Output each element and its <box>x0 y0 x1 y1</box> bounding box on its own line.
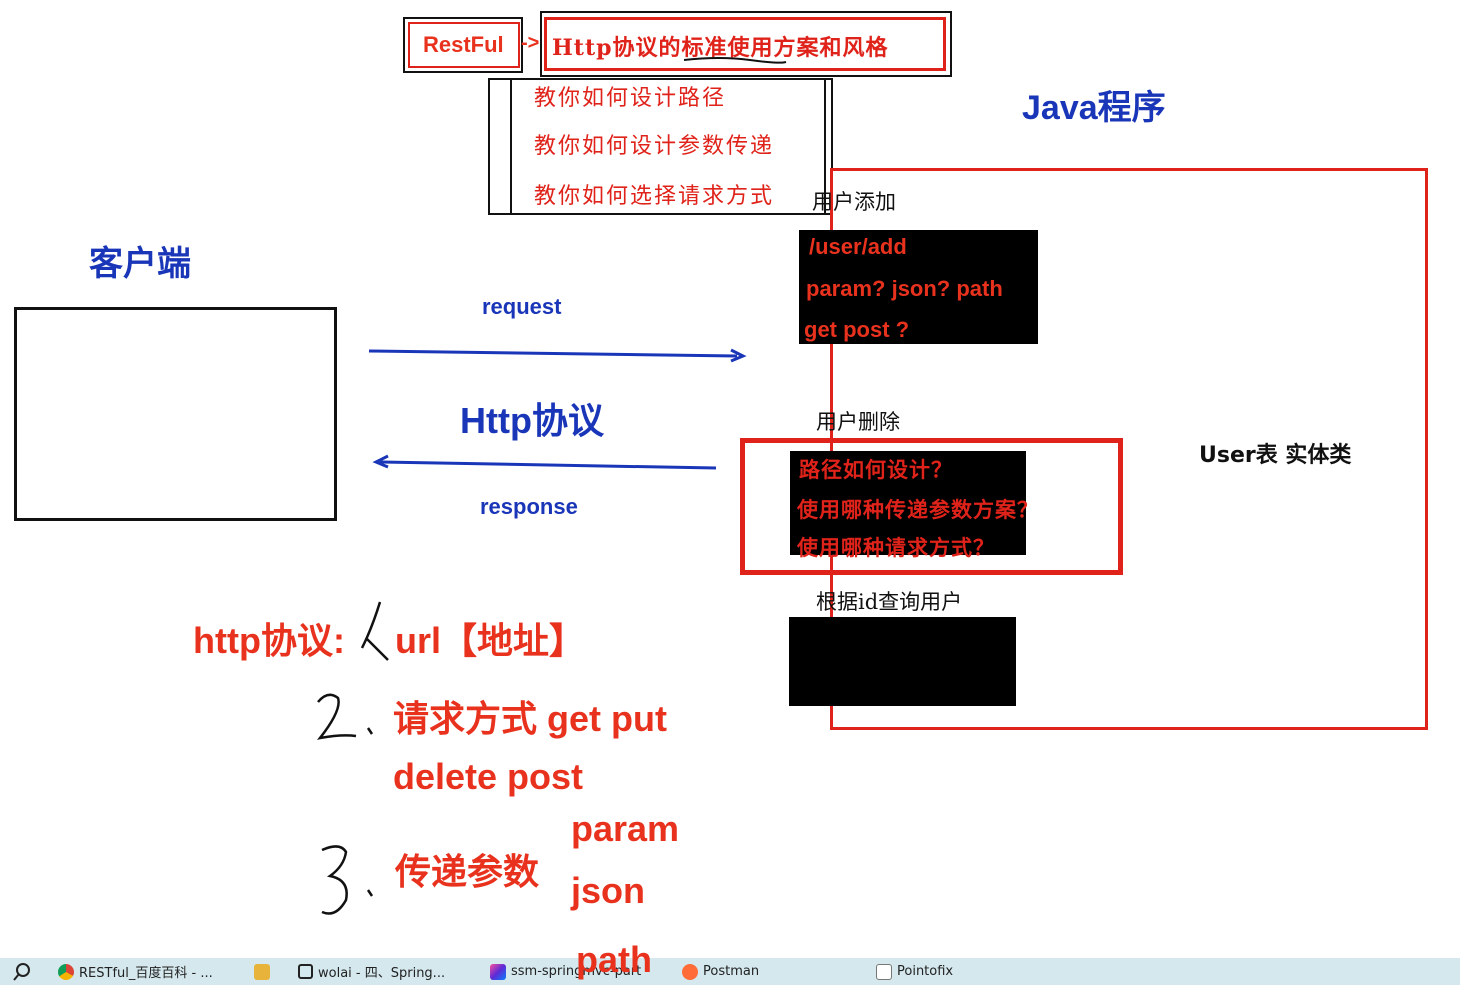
pointofix-icon <box>876 963 892 980</box>
user-add-heading: 用户添加 <box>812 190 896 214</box>
request-label: request <box>482 294 562 319</box>
user-delete-params: 使用哪种传递参数方案？ <box>797 497 1039 522</box>
user-delete-path: 路径如何设计？ <box>799 457 953 482</box>
handwritten-three <box>321 845 374 915</box>
http-protocol-label: Http协议 <box>460 400 604 441</box>
user-add-method: get post ? <box>804 317 910 342</box>
taskbar-item-wolai[interactable]: wolai - 四、Spring... <box>298 958 445 985</box>
taskbar-item-pointofix[interactable]: Pointofix <box>876 958 953 985</box>
taskbar-search[interactable] <box>12 958 32 985</box>
item-choose-method: 教你如何选择请求方式 <box>534 184 775 209</box>
restful-label: RestFul <box>423 32 504 57</box>
client-title: 客户端 <box>89 244 191 284</box>
note-path: path <box>576 939 652 980</box>
user-delete-highlight-box <box>740 438 1123 575</box>
intellij-icon <box>490 963 506 980</box>
response-label: response <box>480 494 578 519</box>
client-box <box>14 307 337 521</box>
http-standard-inner-box <box>544 17 946 71</box>
note-param: param <box>571 808 680 849</box>
items-box <box>488 78 833 215</box>
taskbar-item-label: RESTful_百度百科 - ... <box>79 966 213 981</box>
response-arrow <box>372 454 717 470</box>
chrome-icon <box>58 963 74 980</box>
search-icon <box>13 962 30 981</box>
user-delete-panel <box>790 451 1026 555</box>
file-explorer-icon <box>254 963 270 980</box>
user-query-heading: 根据id查询用户 <box>816 590 963 614</box>
item-design-path: 教你如何设计路径 <box>534 86 727 111</box>
http-standard-label: Http协议的标准使用方案和风格 <box>552 35 889 61</box>
handwritten-one <box>360 601 389 661</box>
taskbar-item-label: Pointofix <box>897 964 954 979</box>
item-design-params: 教你如何设计参数传递 <box>534 134 775 159</box>
postman-icon <box>682 963 698 980</box>
taskbar-item-label: wolai - 四、Spring... <box>318 966 446 981</box>
http-standard-box <box>540 11 952 77</box>
user-add-path: /user/add <box>809 234 907 259</box>
note-url: url【地址】 <box>395 620 586 661</box>
taskbar: RESTful_百度百科 - ... wolai - 四、Spring... s… <box>0 958 1460 985</box>
note-method-line2: delete post <box>393 756 584 797</box>
user-delete-method: 使用哪种请求方式？ <box>797 535 995 560</box>
restful-arrow: -> <box>521 32 540 54</box>
restful-inner-box <box>408 22 520 68</box>
note-params: 传递参数 <box>395 851 540 892</box>
handwritten-underline <box>683 57 787 64</box>
user-add-panel <box>799 230 1038 344</box>
user-delete-heading: 用户删除 <box>816 410 900 434</box>
handwritten-two <box>316 693 374 740</box>
java-title: Java程序 <box>1022 89 1166 127</box>
note-method-line1: 请求方式 get put <box>393 698 667 739</box>
java-program-box <box>830 168 1428 730</box>
taskbar-item-explorer[interactable] <box>254 958 275 985</box>
note-json: json <box>571 870 646 911</box>
taskbar-item-intellij[interactable]: ssm-springmvc-part <box>490 958 641 985</box>
taskbar-item-label: ssm-springmvc-part <box>511 964 642 979</box>
items-inner-box <box>510 78 826 215</box>
taskbar-item-postman[interactable]: Postman <box>682 958 759 985</box>
note-http-prefix: http协议: <box>193 620 345 661</box>
wolai-icon <box>298 964 313 979</box>
request-arrow <box>368 348 747 363</box>
user-add-params: param? json? path <box>806 276 1003 301</box>
user-query-panel <box>789 617 1016 706</box>
taskbar-item-chrome[interactable]: RESTful_百度百科 - ... <box>58 958 213 985</box>
taskbar-item-label: Postman <box>703 964 760 979</box>
restful-box <box>403 17 523 73</box>
user-entity-label: User表 实体类 <box>1199 443 1352 468</box>
